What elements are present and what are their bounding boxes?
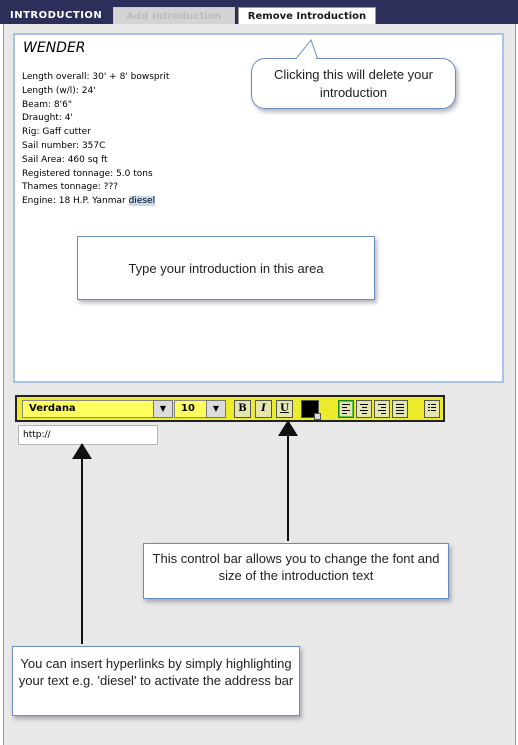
text-color-button[interactable]	[301, 400, 321, 420]
chevron-down-icon[interactable]: ▼	[206, 400, 226, 418]
engine-line-prefix: Engine: 18 H.P. Yanmar	[22, 196, 129, 207]
text-line: Draught: 4'	[22, 113, 73, 124]
tab-remove-introduction[interactable]: Remove Introduction	[238, 7, 376, 24]
underline-button[interactable]: U	[276, 400, 293, 418]
text-line: Length overall: 30' + 8' bowsprit	[22, 72, 170, 82]
bold-button[interactable]: B	[234, 400, 251, 418]
align-left-icon[interactable]	[338, 400, 354, 418]
hyperlink-callout: You can insert hyperlinks by simply high…	[12, 646, 300, 716]
text-line: Thames tonnage: ???	[22, 182, 119, 193]
chevron-down-icon[interactable]: ▼	[153, 400, 173, 418]
text-line: Engine: 18 H.P. Yanmar diesel	[22, 195, 169, 209]
text-line: Registered tonnage: 5.0 tons	[22, 168, 153, 179]
align-justify-icon[interactable]	[392, 400, 408, 418]
text-line: Length (w/l): 24'	[22, 85, 96, 96]
text-line: Rig: Gaff cutter	[22, 127, 91, 138]
align-center-icon[interactable]	[356, 400, 372, 418]
text-line: Sail number: 357C	[22, 140, 106, 151]
font-family-value: Verdana	[29, 403, 76, 414]
bullet-list-icon[interactable]	[424, 400, 440, 418]
editor-area-callout: Type your introduction in this area	[77, 236, 375, 300]
text-line: Beam: 8'6"	[22, 99, 72, 110]
align-right-icon[interactable]	[374, 400, 390, 418]
tab-add-introduction[interactable]: Add Introduction	[113, 7, 235, 24]
font-size-value: 10	[181, 403, 195, 414]
section-title: INTRODUCTION	[10, 10, 103, 21]
editor-text: Length overall: 30' + 8' bowsprit Length…	[22, 71, 169, 209]
editor-heading: WENDER	[23, 40, 86, 56]
formatting-toolbar: Verdana ▼ 10 ▼ B I U	[15, 395, 445, 422]
callout-pointer	[293, 38, 319, 61]
font-family-select[interactable]: Verdana ▼	[22, 400, 173, 418]
text-line: Sail Area: 460 sq ft	[22, 154, 108, 165]
italic-button[interactable]: I	[255, 400, 272, 418]
highlighted-word[interactable]: diesel	[128, 196, 156, 207]
remove-introduction-callout: Clicking this will delete your introduct…	[251, 58, 456, 109]
font-size-select[interactable]: 10 ▼	[174, 400, 226, 418]
toolbar-callout: This control bar allows you to change th…	[143, 543, 449, 599]
